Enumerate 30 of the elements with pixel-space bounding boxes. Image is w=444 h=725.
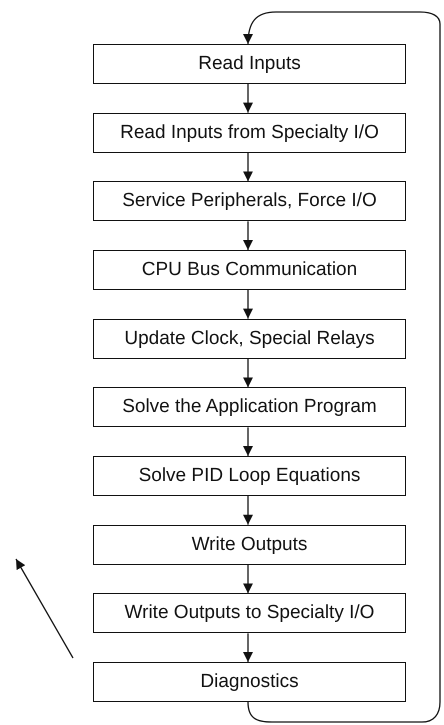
step-label: Solve PID Loop Equations: [138, 465, 360, 488]
process-box: [93, 250, 406, 290]
process-box: [93, 456, 406, 496]
arrow: [243, 152, 253, 182]
process-box: [93, 662, 406, 702]
arrow: [243, 290, 253, 319]
step-label: Solve the Application Program: [122, 396, 377, 418]
step-label: Read Inputs from Specialty I/O: [120, 122, 379, 144]
process-box: [93, 593, 406, 634]
step-label: Write Outputs: [192, 534, 308, 556]
arrow: [243, 427, 253, 456]
arrow: [243, 633, 253, 662]
step-label: Write Outputs to Specialty I/O: [124, 602, 374, 624]
step-label: Read Inputs: [198, 53, 301, 75]
step-label: Diagnostics: [200, 671, 299, 694]
step-label: Update Clock, Special Relays: [124, 328, 375, 350]
arrow: [243, 11, 441, 723]
step-label: CPU Bus Communication: [142, 259, 358, 281]
arrow: [243, 358, 253, 388]
process-box: [93, 112, 406, 153]
arrow: [243, 221, 253, 250]
step-label: Service Peripherals, Force I/O: [122, 190, 377, 212]
process-box: [93, 318, 406, 359]
process-box: [93, 524, 406, 565]
process-box: [93, 44, 406, 84]
process-box: [93, 387, 406, 428]
arrow: [243, 564, 253, 594]
arrow: [243, 496, 253, 525]
arrow: [243, 84, 253, 113]
process-box: [93, 181, 406, 222]
